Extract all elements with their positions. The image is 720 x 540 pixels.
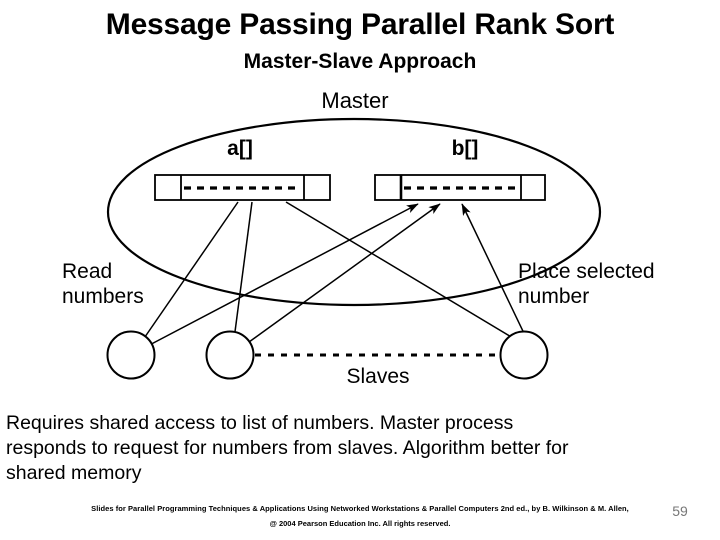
array-b-box	[374, 174, 546, 201]
array-a-label: a[]	[227, 137, 253, 160]
body-line-2: responds to request for numbers from sla…	[6, 437, 569, 459]
slaves-label: Slaves	[346, 365, 409, 388]
arrow-slave1-to-b	[139, 203, 419, 351]
array-a-box	[154, 174, 331, 201]
arrow-a-to-slave2	[230, 201, 253, 348]
body-line-1: Requires shared access to list of number…	[6, 412, 514, 434]
body-line-3: shared memory	[6, 462, 142, 484]
arrow-slave3-to-b	[461, 203, 533, 351]
footer-copyright-line: @ 2004 Pearson Education Inc. All rights…	[269, 519, 451, 528]
slave-node-3	[499, 330, 549, 380]
body-text: Requires shared access to list of number…	[6, 411, 716, 486]
read-numbers-label-line2: numbers	[62, 285, 144, 308]
arrow-slave2-to-b	[237, 203, 441, 351]
slave-node-2	[205, 330, 255, 380]
master-label: Master	[321, 88, 388, 113]
page-number: 59	[672, 503, 688, 519]
place-number-label-line1: Place selected	[518, 260, 655, 283]
page-title: Message Passing Parallel Rank Sort	[105, 8, 615, 41]
master-ellipse	[106, 117, 602, 307]
array-b-label: b[]	[452, 137, 479, 160]
master-slave-diagram: Master a[] b[]	[0, 82, 720, 402]
arrow-a-to-slave3	[285, 201, 529, 348]
footer-credit-line: Slides for Parallel Programming Techniqu…	[91, 504, 629, 513]
read-numbers-label-line1: Read	[62, 260, 112, 283]
place-number-label-line2: number	[518, 285, 589, 308]
slave-node-1	[106, 330, 156, 380]
arrow-a-to-slave1	[137, 201, 239, 348]
page-subtitle: Master-Slave Approach	[243, 50, 477, 73]
